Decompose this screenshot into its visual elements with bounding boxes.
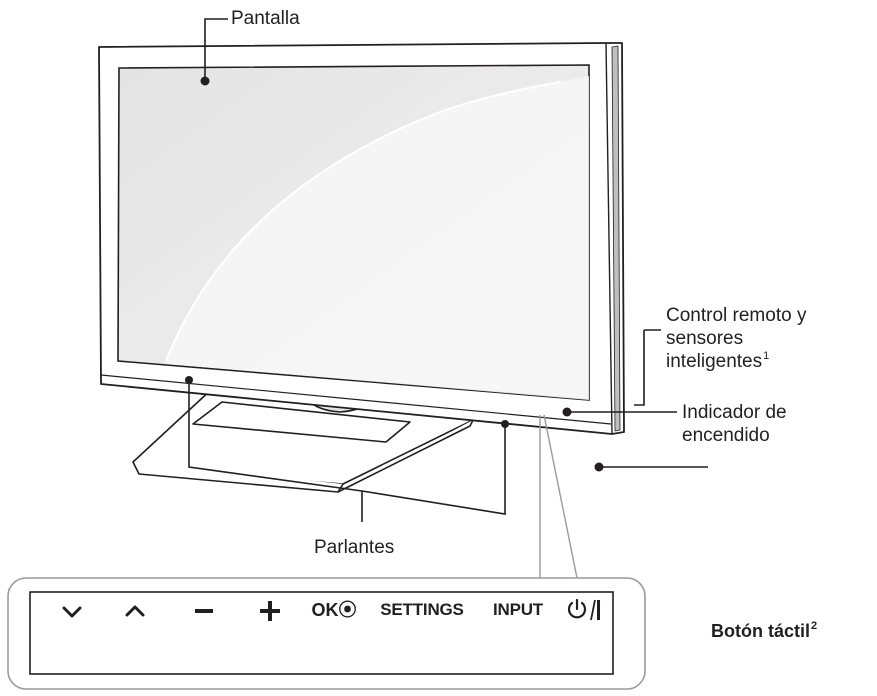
screen-label: Pantalla — [231, 8, 300, 29]
down-button[interactable] — [52, 593, 92, 629]
speakers-label: Parlantes — [314, 537, 395, 558]
chevron-up-icon — [125, 605, 145, 617]
tv-screen — [117, 64, 590, 401]
volume-up-button[interactable] — [250, 592, 290, 628]
input-button[interactable]: INPUT — [492, 600, 543, 619]
power-button[interactable] — [562, 592, 606, 628]
settings-button[interactable]: SETTINGS — [380, 600, 464, 619]
volume-down-button[interactable] — [184, 592, 224, 628]
remote-sensor-label: Control remoto y sensores inteligentes1 — [666, 305, 807, 372]
plus-icon — [260, 601, 280, 622]
zoom-lines — [539, 414, 578, 579]
chevron-down-icon — [62, 606, 82, 618]
ok-button[interactable]: OK⦿ — [311, 600, 357, 620]
touch-button-label: Botón táctil2 — [711, 620, 818, 641]
callout-lines — [188, 18, 708, 522]
up-button[interactable] — [115, 592, 155, 628]
minus-icon — [195, 609, 213, 614]
callout-dots — [185, 76, 604, 472]
power-indicator-label: Indicador de encendido — [682, 402, 787, 446]
touch-panel — [7, 577, 646, 690]
power-icon — [567, 598, 600, 620]
